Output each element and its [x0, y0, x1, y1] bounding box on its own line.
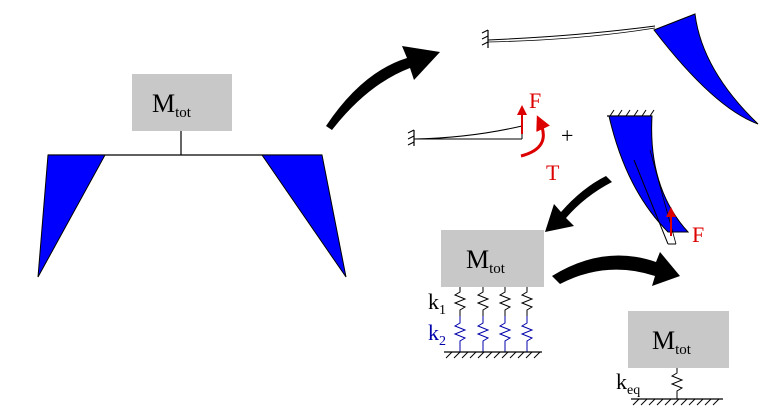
thin-beam-deformed — [487, 25, 656, 41]
mass-springs-label: Mtot — [466, 245, 506, 277]
k2-springs — [453, 316, 534, 352]
k2-label: k2 — [428, 320, 446, 349]
k2-spring-4 — [520, 316, 534, 352]
left-leg-beam — [37, 154, 106, 278]
thin-beam-undeformed — [487, 27, 656, 43]
torque-arc — [520, 115, 550, 158]
cantilever-deformed — [481, 13, 759, 125]
mass-main-label: Mtot — [152, 89, 192, 121]
plus-sign: + — [561, 123, 573, 148]
k2-spring-1 — [453, 316, 467, 352]
substructure-loads: F T + — [407, 88, 573, 185]
force-label-beam: F — [692, 222, 704, 247]
sub-beam-deformed — [413, 125, 523, 140]
full-structure: Mtot — [37, 74, 347, 278]
mass-equivalent-base: M — [652, 326, 675, 355]
right-leg-beam — [261, 154, 347, 278]
k2-spring-2 — [476, 316, 490, 352]
mass-equivalent-box — [628, 311, 729, 368]
mass-main-box — [132, 74, 232, 131]
flow-arrow-to-springs — [545, 176, 612, 232]
k1-spring-4 — [520, 287, 534, 316]
mass-main-base: M — [152, 89, 175, 118]
k2-base: k — [428, 320, 439, 345]
k2-spring-3 — [498, 316, 512, 352]
force-label-sub: F — [529, 88, 541, 113]
keq-sub: eq — [627, 383, 640, 398]
k1-base: k — [428, 289, 439, 314]
mass-main-sub: tot — [175, 105, 192, 121]
blue-beam-top-right — [653, 13, 759, 125]
k1-sub: 1 — [439, 303, 446, 318]
flow-arrows — [326, 46, 680, 286]
keq-spring — [670, 368, 684, 399]
k2-sub: 2 — [439, 334, 446, 349]
blue-beam-hanging — [608, 115, 690, 233]
k1-spring-1 — [453, 287, 467, 316]
k1-spring-3 — [498, 287, 512, 316]
spring-ground-hatch — [445, 351, 541, 359]
mass-springs-box — [441, 230, 544, 287]
mass-equivalent-label: Mtot — [652, 326, 692, 358]
flexible-beam-hanging: F — [607, 109, 704, 247]
flow-arrow-to-decomposition — [326, 46, 440, 130]
torque-label: T — [546, 160, 560, 185]
equivalent-ground-hatch — [632, 398, 720, 406]
mass-springs-base: M — [466, 245, 489, 274]
k1-spring-2 — [476, 287, 490, 316]
equivalent-system: Mtot keq — [616, 311, 729, 406]
mass-equivalent-sub: tot — [675, 342, 692, 358]
mass-springs-sub: tot — [489, 261, 506, 277]
keq-label: keq — [616, 369, 640, 398]
keq-base: k — [616, 369, 627, 394]
hanging-beam-undeformed — [633, 159, 669, 245]
flow-arrow-to-equivalent — [552, 252, 680, 286]
k1-springs — [453, 287, 534, 316]
mass-spring-system: Mtot k — [428, 230, 544, 359]
k1-label: k1 — [428, 289, 446, 318]
